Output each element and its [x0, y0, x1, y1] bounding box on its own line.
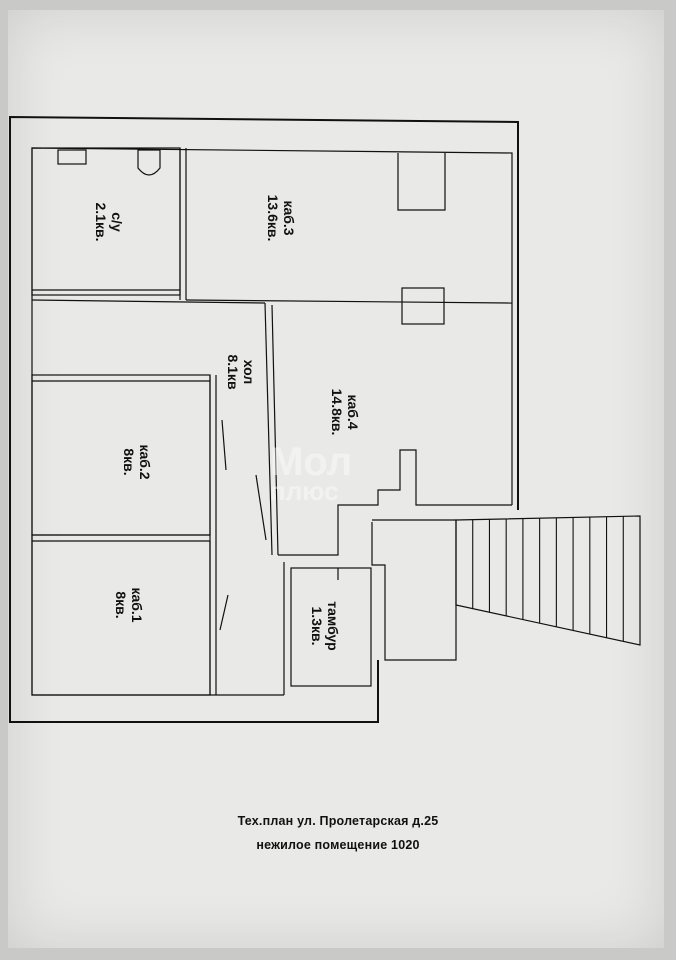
label-cab1: каб.1 8кв. — [113, 587, 145, 622]
room-name-vestibule: тамбур — [325, 601, 341, 650]
room-area-cab1: 8кв. — [113, 591, 129, 618]
room-name-cab3: каб.3 — [281, 200, 297, 235]
watermark-top: Мол — [270, 440, 352, 484]
room-area-cab4: 14.8кв. — [329, 389, 345, 436]
label-cab3: каб.3 13.6кв. — [265, 195, 297, 242]
room-area-vestibule: 1.3кв. — [309, 607, 325, 646]
room-area-cab2: 8кв. — [121, 448, 137, 475]
toilet-icon — [137, 149, 161, 176]
entrance-stairs — [455, 515, 641, 646]
room-area-wc: 2.1кв. — [93, 203, 109, 242]
caption-line2: нежилое помещение 1020 — [256, 838, 420, 852]
column — [401, 287, 445, 325]
paper-sheet — [8, 10, 664, 948]
room-vestibule-outline — [290, 567, 372, 687]
label-cab2: каб.2 8кв. — [121, 444, 153, 479]
room-name-cab1: каб.1 — [129, 587, 145, 622]
caption-line1: Тех.план ул. Пролетарская д.25 — [237, 814, 439, 828]
room-cab2-outline — [31, 374, 211, 536]
room-name-cab2: каб.2 — [137, 444, 153, 479]
room-area-cab3: 13.6кв. — [265, 195, 281, 242]
room-area-hall: 8.1кв — [225, 354, 241, 389]
sink-icon — [57, 149, 87, 165]
label-wc: с/у 2.1кв. — [93, 203, 125, 242]
room-name-hall: хол — [241, 360, 257, 385]
label-hall: хол 8.1кв — [225, 354, 257, 389]
room-name-cab4: каб.4 — [345, 394, 361, 429]
stair-steps — [472, 516, 624, 642]
label-cab4: каб.4 14.8кв. — [329, 389, 361, 436]
outer-wall — [9, 115, 519, 723]
label-vestibule: тамбур 1.3кв. — [309, 601, 341, 650]
room-name-wc: с/у — [109, 212, 125, 232]
watermark-bottom: плюс — [270, 476, 339, 506]
